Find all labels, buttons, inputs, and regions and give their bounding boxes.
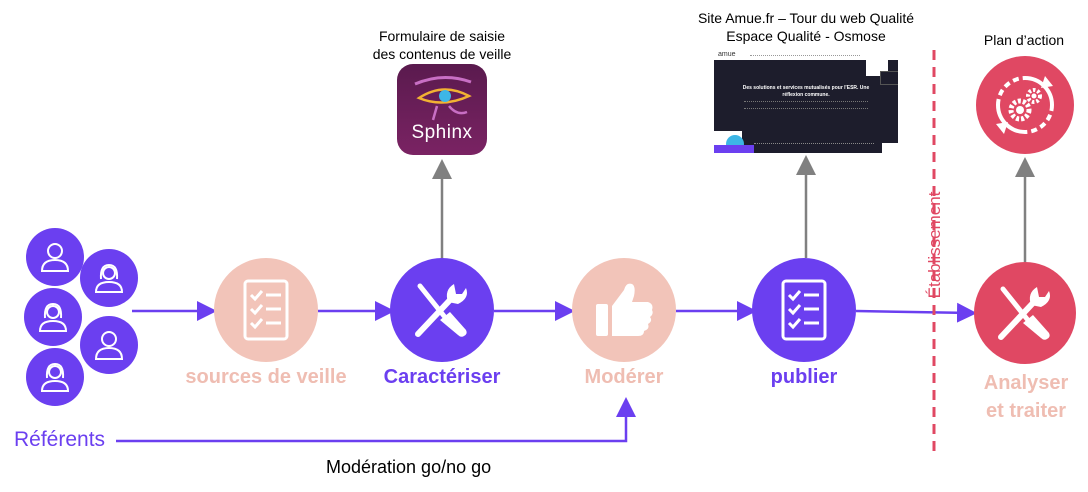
plan-action-node — [976, 56, 1074, 154]
flow-arrow-publier-analyser — [855, 302, 977, 323]
user-female-icon — [40, 362, 70, 392]
moderation-label: Modération go/no go — [326, 457, 492, 477]
amue-caption-line1: Site Amue.fr – Tour du web Qualité — [697, 10, 915, 26]
amue-logo: amue — [718, 51, 736, 58]
amue-deco-purple — [714, 145, 754, 153]
amue-headline-line2: réflexion commune. — [782, 92, 830, 98]
amue-nav-dots — [750, 55, 860, 57]
amue-deco-bottom-right — [882, 143, 898, 153]
sphinx-caption-line1: Formulaire de saisie — [378, 28, 506, 44]
amue-nav-bar: amue — [714, 51, 898, 60]
user-icon — [40, 243, 70, 272]
step-publier-node — [752, 258, 856, 362]
sphinx-app-name: Sphinx — [411, 122, 473, 143]
step-caracteriser-node — [390, 258, 494, 362]
step-analyser-node — [974, 262, 1076, 364]
tools-icon — [998, 286, 1050, 340]
referent-avatar-1 — [26, 228, 84, 286]
checklist-icon — [781, 279, 827, 341]
eye-of-horus-icon — [414, 76, 472, 121]
step-publier-label: publier — [770, 366, 838, 388]
amue-headline-line1: Des solutions et services mutualisés pou… — [742, 85, 870, 91]
step-caracteriser-label: Caractériser — [383, 366, 501, 388]
referents-label: Référents — [14, 428, 106, 451]
step-analyser-label-line2: et traiter — [985, 400, 1067, 422]
step-sources-node — [214, 258, 318, 362]
plan-caption: Plan d’action — [983, 32, 1065, 48]
step-moderer-node — [572, 258, 676, 362]
step-moderer-label: Modérer — [584, 366, 664, 388]
user-icon — [94, 331, 124, 360]
boundary-label: Établissement — [925, 191, 944, 299]
cycle-gears-icon — [996, 76, 1054, 134]
user-female-icon — [94, 263, 124, 293]
user-female-icon — [38, 302, 68, 332]
sphinx-caption-line2: des contenus de veille — [372, 46, 512, 62]
amue-website-thumbnail: amue Des solutions et services mutualisé… — [714, 51, 898, 153]
step-analyser-label-line1: Analyser — [983, 372, 1069, 394]
amue-caption-line2: Espace Qualité - Osmose — [726, 28, 886, 44]
tools-icon — [415, 283, 467, 337]
thumbs-up-icon — [596, 283, 653, 336]
amue-deco-links — [754, 143, 874, 145]
checklist-icon — [243, 279, 289, 341]
moderation-arrow — [116, 397, 636, 443]
referent-avatar-4 — [80, 316, 138, 374]
referent-avatar-3 — [24, 288, 82, 346]
referent-avatar-5 — [26, 348, 84, 406]
amue-body-text — [744, 101, 868, 109]
step-sources-label: sources de veille — [185, 366, 347, 388]
sphinx-app-tile: Sphinx — [397, 64, 487, 155]
amue-deco-top-right-2 — [880, 71, 898, 85]
referent-avatar-2 — [80, 249, 138, 307]
